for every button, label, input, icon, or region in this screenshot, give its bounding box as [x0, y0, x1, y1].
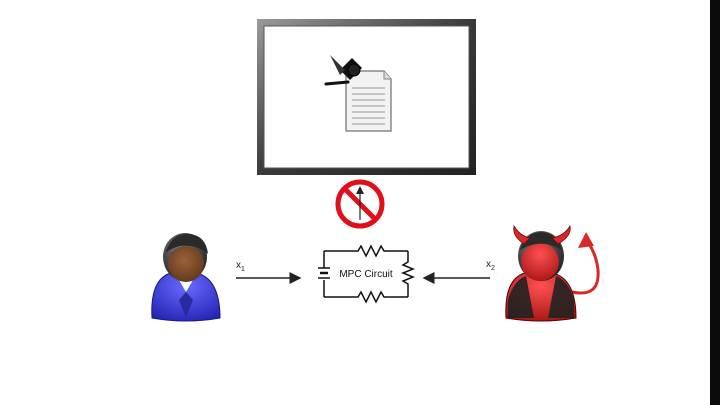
- pinned-document-icon: [324, 55, 392, 132]
- devil-user-icon: [505, 224, 600, 322]
- mpc-circuit-icon: [318, 244, 416, 304]
- honest-user-icon: [151, 233, 221, 322]
- right-edge-bar: [710, 0, 720, 405]
- input-label-x1: x1: [236, 260, 245, 273]
- whiteboard-icon: [257, 19, 476, 175]
- input-label-x2: x2: [486, 259, 495, 272]
- mpc-circuit-label: MPC Circuit: [339, 269, 393, 280]
- pushpin-icon: [324, 55, 362, 86]
- no-upload-icon: [335, 179, 385, 229]
